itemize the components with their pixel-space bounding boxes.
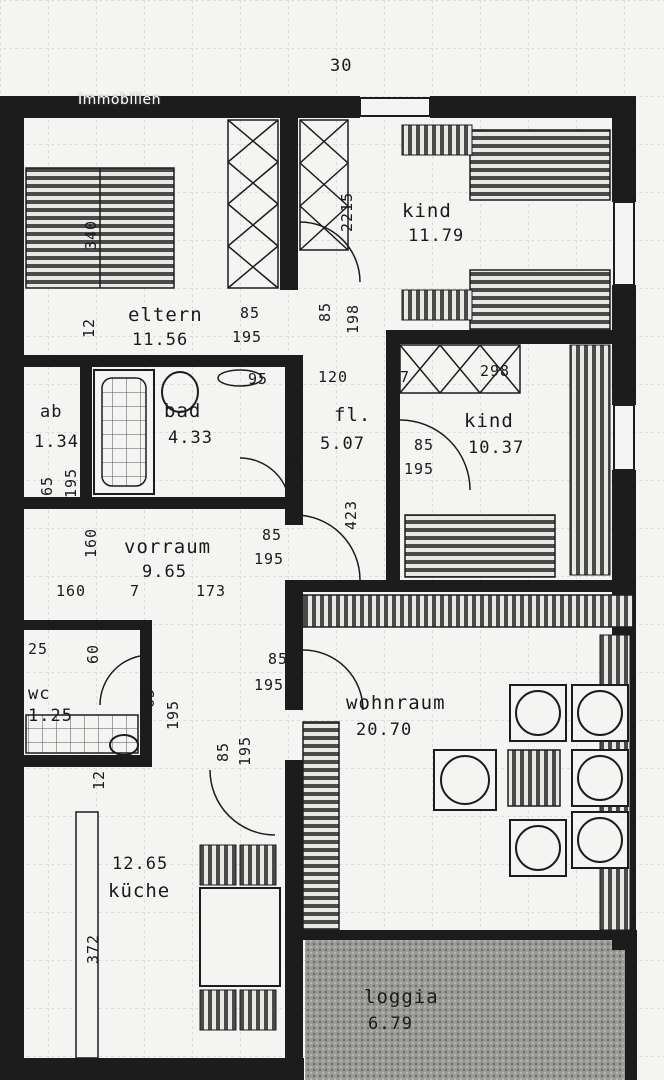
sideboard bbox=[302, 594, 634, 628]
dim-vorraum-7: 7 bbox=[130, 582, 141, 600]
room-name-ab: ab bbox=[40, 402, 63, 422]
dim-door-eltern-width: 85 bbox=[240, 304, 261, 322]
desk-kind1 bbox=[401, 124, 473, 156]
kitchen-counter bbox=[75, 811, 99, 1059]
room-name-loggia: loggia bbox=[364, 986, 439, 1008]
dim-bad-65: 65 bbox=[284, 456, 305, 474]
walls bbox=[0, 96, 637, 1080]
wardrobe-kind1 bbox=[299, 119, 349, 251]
room-area-loggia: 6.79 bbox=[368, 1014, 413, 1034]
dim-flur-298: 298 bbox=[480, 362, 511, 380]
room-area-eltern: 11.56 bbox=[132, 330, 189, 350]
desk-kind1-b bbox=[401, 289, 473, 321]
dim-kuche-12: 12 bbox=[90, 769, 108, 790]
room-area-ab: 1.34 bbox=[34, 432, 79, 452]
windows bbox=[359, 97, 635, 471]
dim-vorraum-160-vertical: 160 bbox=[82, 527, 100, 558]
room-area-wc: 1.25 bbox=[28, 706, 73, 726]
room-area-wohnraum: 20.70 bbox=[356, 720, 413, 740]
dim-vorraum-173: 173 bbox=[196, 582, 227, 600]
room-name-wc: wc bbox=[28, 684, 51, 704]
dim-kuche-372: 372 bbox=[84, 933, 102, 964]
dim-eltern-340: 340 bbox=[82, 219, 100, 250]
dim-kuche-door-height: 195 bbox=[236, 735, 254, 766]
dim-wohn-door-height: 195 bbox=[254, 676, 285, 694]
room-name-kind2: kind bbox=[464, 410, 514, 432]
armchairs bbox=[433, 684, 629, 877]
room-name-bad: bad bbox=[164, 400, 202, 422]
dim-wc-60: 60 bbox=[84, 643, 102, 664]
room-name-flur: fl. bbox=[334, 404, 372, 426]
room-area-kind1: 11.79 bbox=[408, 226, 465, 246]
dim-wc-25: 25 bbox=[28, 640, 49, 658]
shelf-kind2 bbox=[569, 344, 611, 576]
dim-flur-85: 85 bbox=[316, 301, 334, 322]
wardrobe-kind2 bbox=[399, 344, 521, 394]
dim-vorraum-door-width: 85 bbox=[262, 526, 283, 544]
room-name-eltern: eltern bbox=[128, 304, 203, 326]
sink bbox=[217, 369, 263, 387]
room-name-kind1: kind bbox=[402, 200, 452, 222]
room-name-vorraum: vorraum bbox=[124, 536, 212, 558]
dining-table-kitchen bbox=[199, 844, 281, 1031]
bed-kind1-bottom bbox=[469, 269, 611, 331]
dim-flur-7: 7 bbox=[400, 368, 411, 386]
room-area-kuche: 12.65 bbox=[112, 854, 169, 874]
door-swings bbox=[99, 221, 471, 836]
dim-flur-423: 423 bbox=[342, 499, 360, 530]
dim-door-kind2-height: 195 bbox=[404, 460, 435, 478]
dim-vorraum-door-height: 195 bbox=[254, 550, 285, 568]
sofa bbox=[302, 721, 340, 931]
dim-wohn-door-width: 85 bbox=[268, 650, 289, 668]
bathtub bbox=[93, 369, 155, 495]
wc-counter bbox=[25, 714, 139, 754]
wardrobe-eltern bbox=[227, 119, 279, 289]
dim-flur-120: 120 bbox=[318, 368, 349, 386]
toilet bbox=[109, 734, 139, 756]
room-name-wohnraum: wohnraum bbox=[346, 692, 446, 714]
room-name-kuche: küche bbox=[108, 880, 171, 902]
coffee-table bbox=[507, 749, 561, 807]
dim-kind-2215: 2215 bbox=[338, 191, 356, 232]
dim-flur-198: 198 bbox=[344, 303, 362, 334]
dim-top-30: 30 bbox=[330, 56, 353, 76]
room-area-flur: 5.07 bbox=[320, 434, 365, 454]
dim-eltern-12: 12 bbox=[80, 317, 98, 338]
washbasin bbox=[161, 371, 199, 413]
dim-kuche-door-width: 85 bbox=[214, 741, 232, 762]
dim-door-eltern-height: 195 bbox=[232, 328, 263, 346]
dim-bad-95: 95 bbox=[248, 370, 269, 388]
watermark-logo: Immobilien bbox=[78, 92, 162, 108]
dim-ab-195: 195 bbox=[62, 467, 80, 498]
dim-wc-195: 195 bbox=[164, 699, 182, 730]
dim-door-kind2-width: 85 bbox=[414, 436, 435, 454]
dim-ab-65: 65 bbox=[38, 475, 56, 496]
double-bed bbox=[25, 167, 175, 289]
room-area-kind2: 10.37 bbox=[468, 438, 525, 458]
room-area-vorraum: 9.65 bbox=[142, 562, 187, 582]
bed-kind1-top bbox=[469, 129, 611, 201]
room-area-bad: 4.33 bbox=[168, 428, 213, 448]
dim-wc-65: 65 bbox=[140, 687, 158, 708]
bed-kind2 bbox=[404, 514, 556, 578]
loggia-floor bbox=[305, 935, 635, 1080]
dim-vorraum-160: 160 bbox=[56, 582, 87, 600]
